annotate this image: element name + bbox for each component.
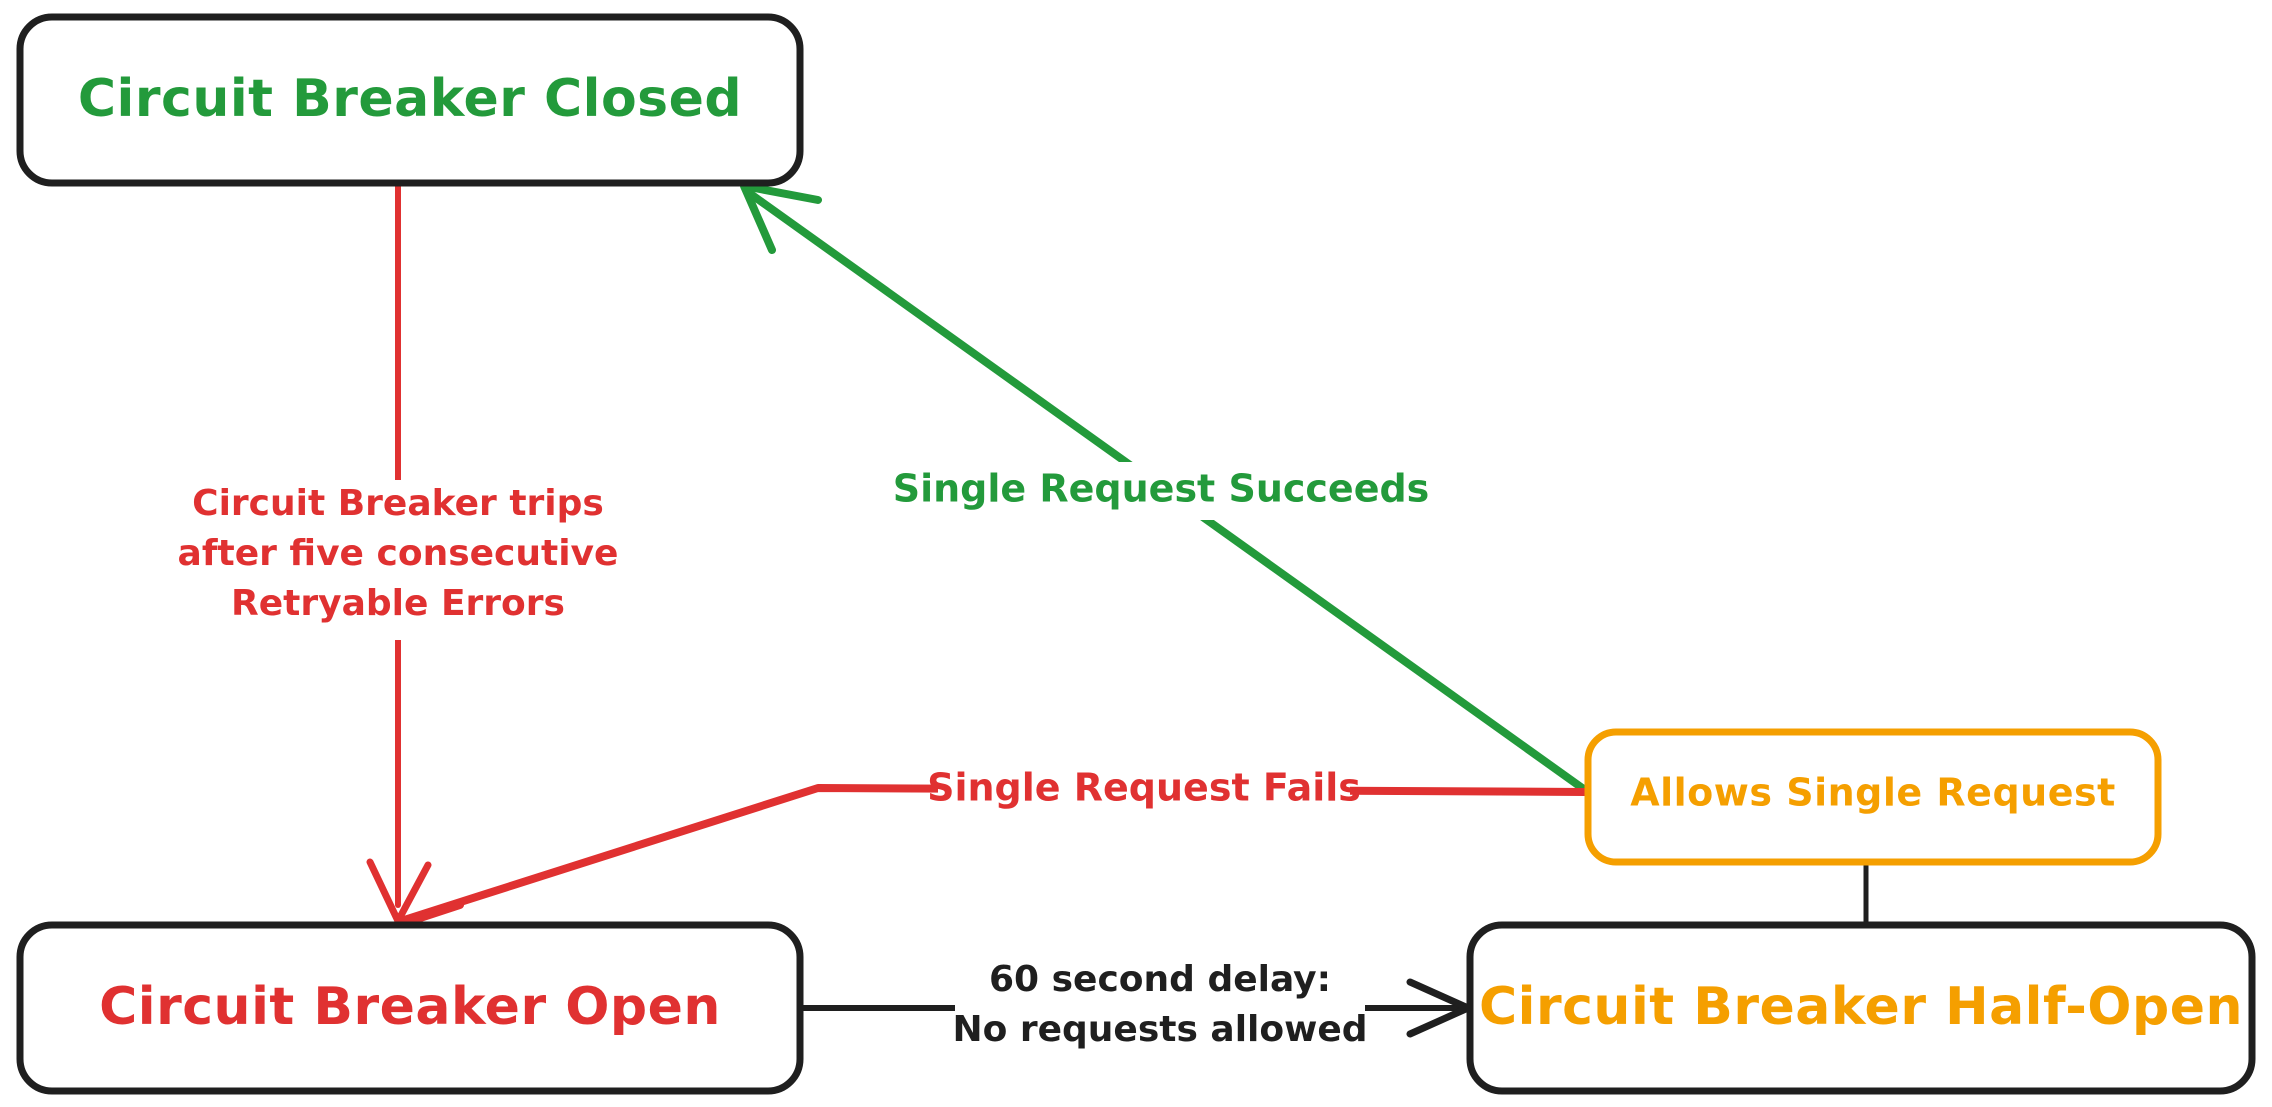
node-circuit-breaker-half-open-box (1466, 921, 2256, 1095)
node-circuit-breaker-half-open[interactable]: Circuit Breaker Half-Open (1466, 921, 2256, 1095)
node-allows-single-request[interactable]: Allows Single Request (1584, 728, 2162, 866)
edge-label-closed-to-open-bg (198, 480, 598, 640)
edge-label-closed-to-open-line-0: Circuit Breaker trips (192, 483, 604, 524)
node-circuit-breaker-open[interactable]: Circuit Breaker Open (16, 921, 804, 1095)
edge-label-allows-to-closed-text: Single Request Succeeds (893, 467, 1430, 511)
edge-label-open-to-halfopen: 60 second delay: No requests allowed (952, 952, 1368, 1062)
edge-label-closed-to-open: Circuit Breaker trips after five consecu… (178, 480, 619, 640)
node-allows-single-request-box (1584, 728, 2162, 866)
node-circuit-breaker-open-box (16, 921, 804, 1095)
node-circuit-breaker-closed[interactable]: Circuit Breaker Closed (16, 13, 804, 187)
edge-label-allows-to-open-bg (938, 762, 1350, 818)
edge-label-allows-to-closed: Single Request Succeeds (893, 462, 1430, 520)
node-circuit-breaker-closed-box (16, 13, 804, 187)
node-circuit-breaker-half-open-label: Circuit Breaker Half-Open (1479, 977, 2243, 1037)
node-allows-single-request-label: Allows Single Request (1630, 771, 2116, 815)
edge-label-open-to-halfopen-bg (955, 952, 1365, 1062)
edge-label-open-to-halfopen-line-1: No requests allowed (952, 1009, 1367, 1050)
edge-label-allows-to-open-text: Single Request Fails (927, 766, 1361, 810)
node-circuit-breaker-open-label: Circuit Breaker Open (99, 977, 721, 1037)
edge-label-closed-to-open-line-1: after five consecutive (178, 533, 619, 574)
edge-label-allows-to-open: Single Request Fails (927, 762, 1361, 818)
edge-label-open-to-halfopen-line-0: 60 second delay: (989, 959, 1331, 1000)
edge-label-closed-to-open-line-2: Retryable Errors (231, 583, 565, 624)
edge-closed-to-open-arrowhead (366, 858, 432, 925)
edge-label-allows-to-closed-bg (915, 462, 1407, 520)
node-circuit-breaker-closed-label: Circuit Breaker Closed (78, 69, 742, 129)
